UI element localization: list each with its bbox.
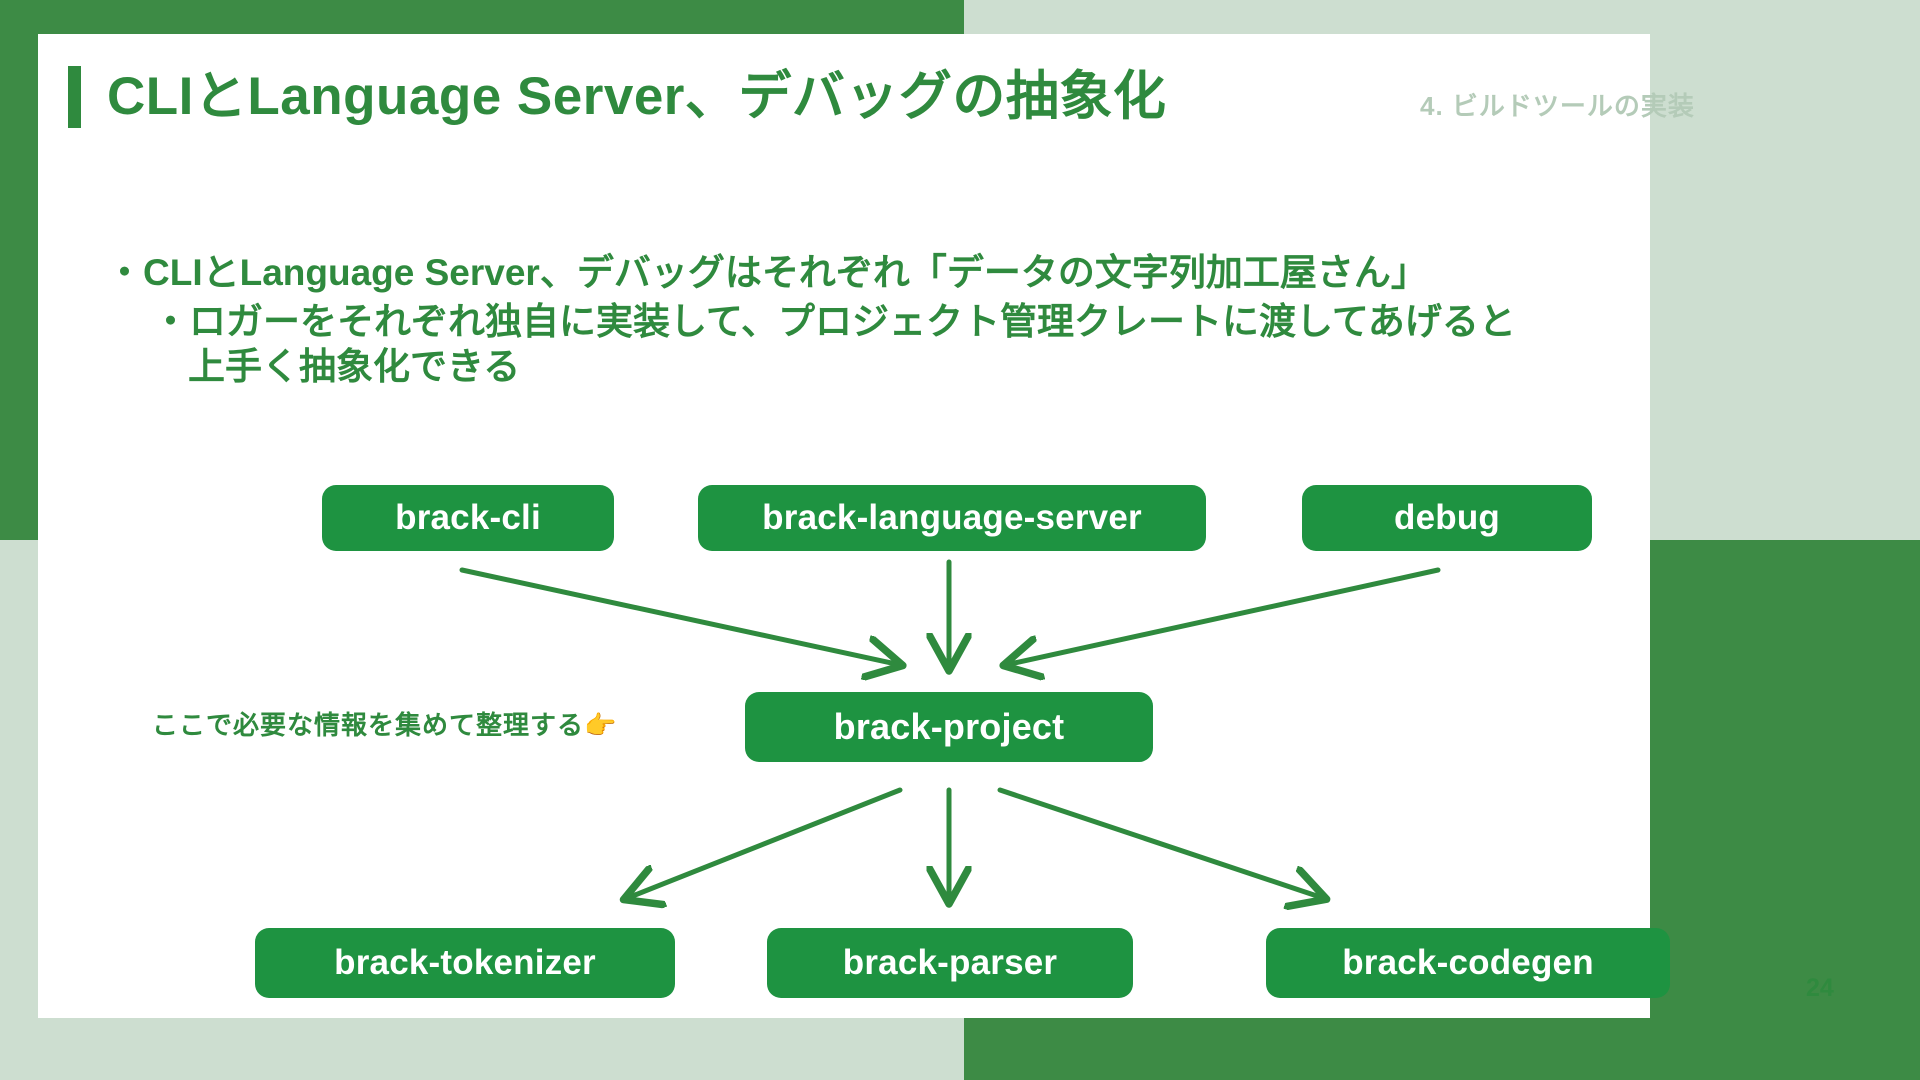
diagram-node-brack-tokenizer[interactable]: brack-tokenizer: [255, 928, 675, 998]
diagram-annotation-text: ここで必要な情報を集めて整理する: [152, 710, 585, 740]
slide-header: CLIとLanguage Server、デバッグの抽象化: [68, 66, 1166, 128]
diagram-node-brack-cli[interactable]: brack-cli: [322, 485, 614, 551]
arrow-project-to-codegen: [997, 787, 1320, 897]
diagram-node-brack-language-server[interactable]: brack-language-server: [698, 485, 1206, 551]
bullet-list: ・CLIとLanguage Server、デバッグはそれぞれ「データの文字列加工…: [106, 250, 1606, 389]
arrow-project-to-tokenizer: [630, 787, 903, 897]
bullet-secondary-line-1: ・ロガーをそれぞれ独自に実装して、プロジェクト管理クレートに渡してあげると: [152, 301, 1516, 343]
diagram-node-brack-project[interactable]: brack-project: [745, 692, 1153, 762]
page-title: CLIとLanguage Server、デバッグの抽象化: [107, 67, 1167, 127]
arrow-debug-to-project: [1010, 567, 1441, 664]
diagram-node-brack-codegen[interactable]: brack-codegen: [1266, 928, 1670, 998]
section-label: 4. ビルドツールの実装: [1420, 91, 1695, 121]
title-accent-bar: [68, 66, 81, 128]
arrow-cli-to-project: [459, 567, 896, 664]
bullet-item-secondary: ・ロガーをそれぞれ独自に実装して、プロジェクト管理クレートに渡してあげると 上手…: [152, 299, 1606, 389]
pointing-right-hand-icon: 👉: [584, 710, 618, 740]
diagram-annotation: ここで必要な情報を集めて整理する👉: [152, 705, 617, 742]
bullet-item-primary: ・CLIとLanguage Server、デバッグはそれぞれ「データの文字列加工…: [106, 252, 1428, 293]
page-number: 24: [1806, 974, 1834, 1002]
bullet-secondary-line-2: 上手く抽象化できる: [188, 346, 521, 388]
diagram-node-debug[interactable]: debug: [1302, 485, 1592, 551]
diagram-node-brack-parser[interactable]: brack-parser: [767, 928, 1133, 998]
